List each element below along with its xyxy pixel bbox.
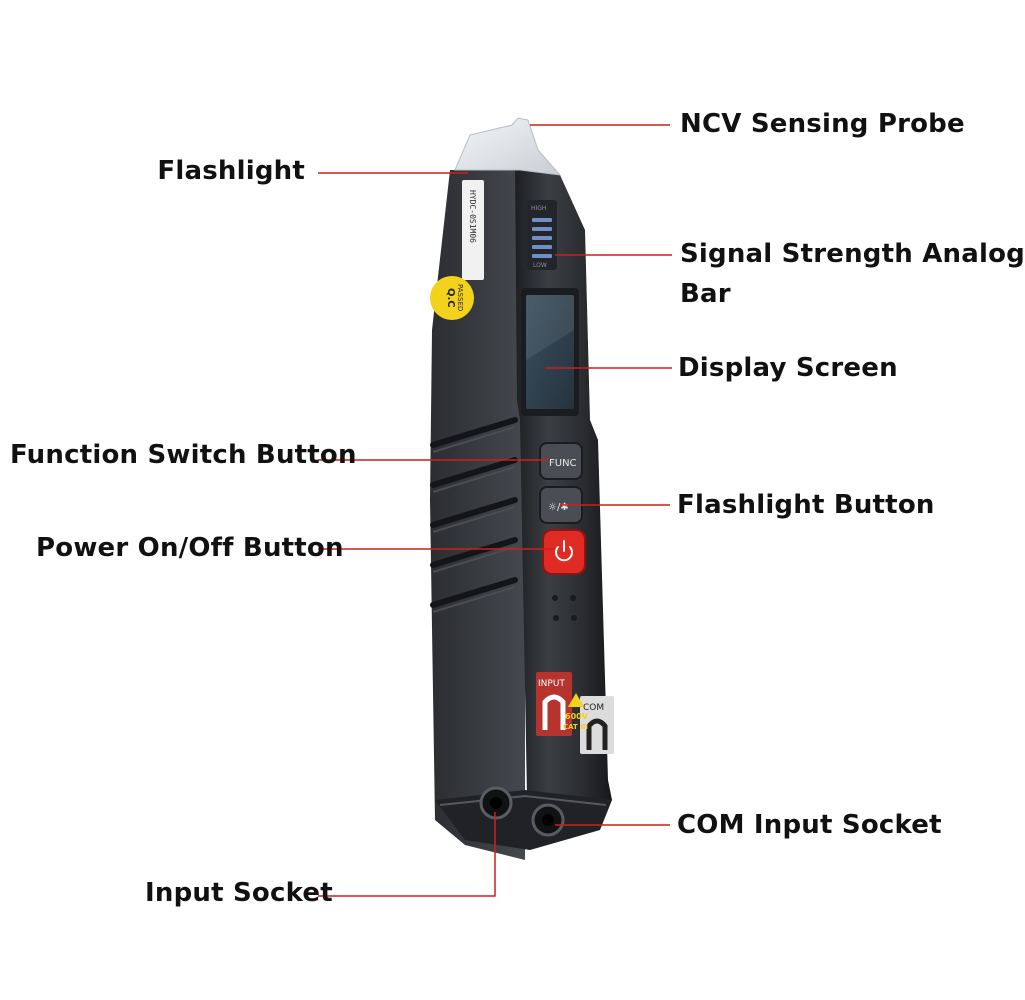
- label-flashlight: Flashlight: [157, 156, 305, 186]
- device-body-left-face: [430, 170, 525, 860]
- device-bottom-cap: [435, 790, 612, 850]
- label-com-socket: COM Input Socket: [677, 810, 942, 840]
- barcode-sticker: [462, 180, 484, 280]
- signal-bar-segments: [532, 218, 552, 258]
- qc-passed-sticker: [430, 276, 474, 320]
- rating-line2: CAT III: [563, 723, 588, 731]
- barcode-text: HYDC-0S1M06: [468, 190, 477, 243]
- label-display-screen: Display Screen: [678, 353, 898, 383]
- power-button[interactable]: [542, 529, 586, 575]
- diagram-stage: HYDC-0S1M06 Q.C PASSED HIGH LOW FUNC ☼/✱: [10, 109, 1025, 908]
- rating-line1: 600V: [565, 712, 589, 721]
- com-terminal-text: COM: [583, 703, 604, 713]
- label-power-button: Power On/Off Button: [36, 533, 344, 563]
- label-ncv-probe: NCV Sensing Probe: [680, 109, 965, 139]
- qc-sticker-line1: Q.C: [445, 288, 456, 308]
- qc-sticker-line2: PASSED: [456, 284, 464, 311]
- func-key-label: FUNC: [549, 458, 577, 469]
- label-flashlight-button: Flashlight Button: [677, 490, 935, 520]
- input-terminal-marking: INPUT: [536, 672, 572, 736]
- power-icon: [555, 540, 573, 562]
- grip-ribs: [430, 417, 518, 608]
- func-button[interactable]: FUNC: [539, 442, 583, 480]
- label-input-socket: Input Socket: [145, 878, 333, 908]
- input-terminal-text: INPUT: [538, 679, 565, 689]
- ncv-probe-tip: [454, 117, 562, 176]
- input-socket[interactable]: [479, 786, 513, 820]
- label-signal-bar: Signal Strength Analog Bar: [680, 234, 1025, 314]
- label-signal-bar-line1: Signal Strength Analog: [680, 239, 1025, 269]
- label-signal-bar-line2: Bar: [680, 279, 731, 309]
- signal-bar-panel: [527, 200, 557, 270]
- buzzer-holes: [552, 595, 577, 621]
- light-key-label: ☼/✱: [548, 502, 569, 513]
- label-function-switch-button: Function Switch Button: [10, 440, 357, 470]
- rating-marking: 600V CAT III: [563, 693, 589, 731]
- signal-bar-low: LOW: [533, 262, 547, 269]
- com-socket[interactable]: [531, 803, 565, 837]
- signal-bar-high: HIGH: [531, 205, 546, 212]
- device-illustration: HYDC-0S1M06 Q.C PASSED HIGH LOW FUNC ☼/✱: [318, 117, 672, 897]
- leader-lines: [318, 124, 672, 897]
- com-terminal-marking: COM: [580, 696, 614, 754]
- leader-input-socket: [318, 812, 496, 897]
